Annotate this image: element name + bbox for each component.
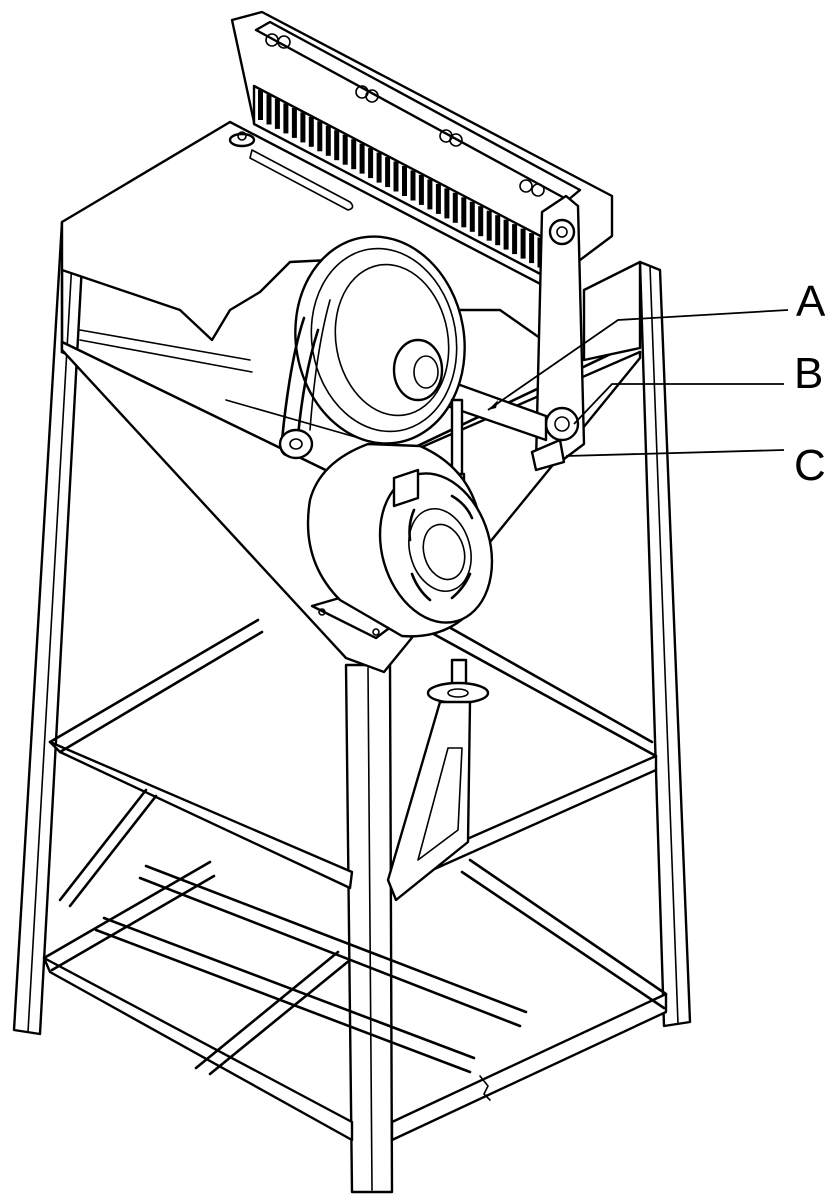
blade-tooth <box>478 206 484 237</box>
blade-tooth <box>410 170 416 201</box>
blade-tooth <box>402 166 407 196</box>
side-support <box>530 438 566 472</box>
lower-frame <box>42 618 668 1142</box>
blade-tooth <box>486 210 492 241</box>
blade-tooth <box>418 174 424 205</box>
blade-tooth <box>393 161 399 192</box>
blade-tooth <box>283 103 289 134</box>
blade-tooth <box>325 125 331 156</box>
callout-a-line <box>487 309 789 411</box>
blade-assembly <box>230 10 642 472</box>
blade-tooth <box>520 228 526 259</box>
motor <box>306 442 494 638</box>
blade-tooth <box>529 233 535 264</box>
blade-tooth <box>342 134 348 165</box>
blade-tooth <box>461 197 467 228</box>
blade-tooth <box>266 94 272 125</box>
blade-tooth <box>495 215 501 246</box>
blade-tooth <box>444 188 450 219</box>
guide-slot <box>249 149 354 211</box>
blade-tooth <box>435 183 441 214</box>
label-c: C <box>794 441 826 490</box>
blade-tooth <box>368 148 374 179</box>
blade-tooth <box>359 143 365 174</box>
label-a: A <box>796 277 826 326</box>
blade-tooth <box>512 224 518 255</box>
motor-pulley <box>278 428 314 460</box>
blade-tooth <box>385 157 391 188</box>
fastener-icon <box>479 1075 491 1101</box>
flywheel-assembly <box>278 235 548 496</box>
pedal-linkage <box>386 658 490 902</box>
blade-tooth <box>300 112 306 143</box>
blade-tooth <box>291 107 297 138</box>
blade-tooth <box>351 139 357 170</box>
callout-b-line <box>573 383 784 425</box>
blade-tooth <box>308 116 314 147</box>
blade-tooth <box>503 219 509 250</box>
blade-tooth <box>274 98 280 129</box>
blade-tooth <box>376 152 382 183</box>
blade-tooth <box>452 192 458 223</box>
callout-c-line <box>565 449 785 457</box>
pedal-arm <box>386 700 472 902</box>
right-leg <box>638 260 692 1028</box>
blade-tooth <box>317 121 323 152</box>
blade-tooth <box>258 90 263 120</box>
blade-tooth <box>469 201 475 232</box>
label-b: B <box>794 349 823 398</box>
callouts: A B C <box>487 277 826 490</box>
left-leg <box>12 220 86 1036</box>
blade-tooth <box>427 179 433 210</box>
stand-legs <box>12 220 692 1194</box>
blade-tooth <box>334 130 340 161</box>
bearing-end <box>544 406 580 442</box>
blade-teeth <box>258 90 543 268</box>
